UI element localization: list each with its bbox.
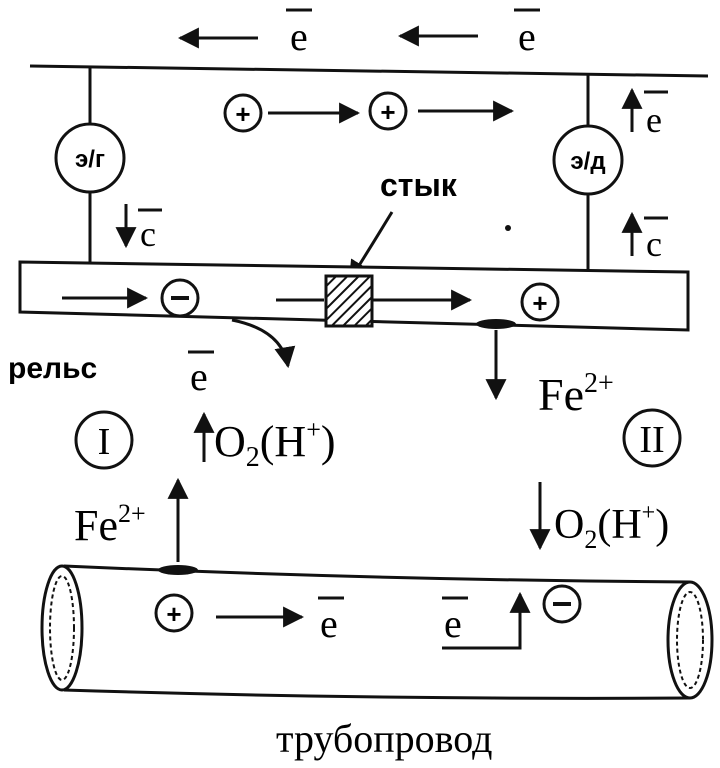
plus-circle-icon (154, 593, 194, 633)
right-oxygen-label: O2(H+) (529, 482, 669, 554)
zone-i-marker: I (74, 410, 134, 470)
generator: э/г c (54, 68, 162, 264)
left-oxygen-label: O2(H+) (193, 411, 336, 473)
plus-sign: + (380, 97, 395, 127)
current-label: c (646, 224, 662, 264)
plus-circle-icon (520, 282, 560, 322)
joint-label: стык (380, 167, 458, 203)
plus-circle-icon (368, 91, 408, 131)
svg-text:O2(H+): O2(H+) (554, 500, 669, 554)
plus-circle-icon (223, 93, 263, 133)
plus-sign: + (235, 99, 250, 129)
ion-flow: + + (223, 91, 515, 133)
left-fe-ion: Fe2+ (74, 477, 189, 562)
pipeline-label: трубопровод (276, 716, 492, 761)
motor: э/д e c (552, 74, 668, 270)
svg-text:II: II (639, 419, 664, 461)
electron-label: e (444, 601, 462, 646)
electron-label: e (320, 601, 338, 646)
rail-label: рельс (8, 352, 97, 385)
motor-label: э/д (570, 148, 605, 175)
generator-label: э/г (75, 146, 105, 173)
hatched-joint-icon (324, 274, 374, 328)
joint-callout: стык (348, 167, 511, 282)
plus-sign: + (166, 599, 181, 629)
arrow-icon (231, 318, 296, 369)
pipeline: + e e (40, 564, 714, 700)
contact-wire (29, 64, 709, 78)
electron-label: e (290, 14, 308, 59)
electron-label: e (518, 14, 536, 59)
zone-ii-marker: II (622, 408, 682, 468)
rail: + (18, 260, 690, 332)
svg-text:Fe2+: Fe2+ (74, 499, 146, 550)
arrow-icon (442, 591, 531, 650)
fe-ion-label: Fe2+ (538, 368, 614, 420)
electron-label: e (190, 354, 208, 399)
electron-label: e (646, 100, 662, 140)
plus-sign: + (532, 288, 547, 318)
current-label: c (140, 214, 156, 254)
svg-text:I: I (98, 421, 111, 463)
svg-text:O2(H+): O2(H+) (214, 415, 336, 473)
top-electron-flow: e e (177, 8, 540, 59)
